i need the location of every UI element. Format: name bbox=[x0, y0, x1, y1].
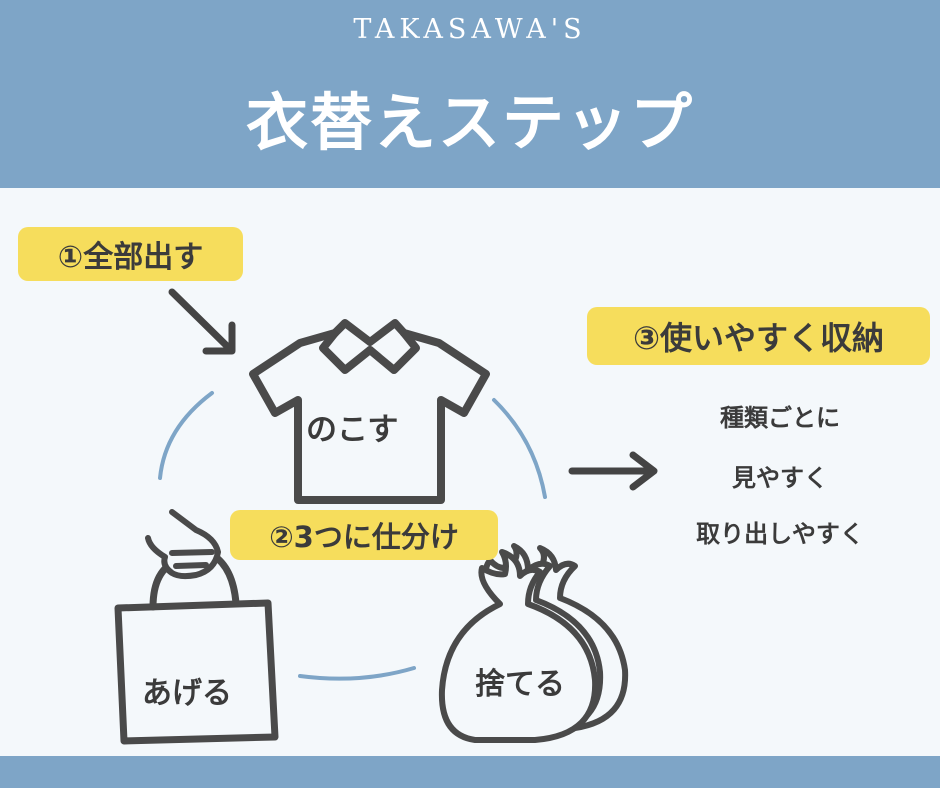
give-away-label: あげる bbox=[142, 676, 232, 711]
step2-tag: ②3つに仕分け bbox=[230, 510, 498, 560]
cycle-arc-left bbox=[158, 391, 214, 480]
storage-note: 取り出しやすく bbox=[696, 520, 864, 548]
right-arrow-icon bbox=[568, 451, 658, 491]
page-title: 衣替えステップ bbox=[245, 86, 694, 159]
brand-name: TAKASAWA'S bbox=[353, 14, 587, 45]
keep-label: のこす bbox=[306, 412, 399, 448]
hand-icon bbox=[145, 509, 221, 580]
discard-label: 捨てる bbox=[475, 667, 565, 702]
storage-note: 種類ごとに bbox=[720, 404, 840, 432]
shopping-bag-icon bbox=[114, 551, 279, 745]
step1-tag: ①全部出す bbox=[18, 227, 243, 281]
step3-tag: ③使いやすく収納 bbox=[587, 307, 930, 365]
down-right-arrow-icon bbox=[168, 288, 236, 355]
footer-band bbox=[0, 756, 940, 788]
cycle-arc-right bbox=[492, 398, 547, 499]
garbage-bags-icon bbox=[438, 543, 629, 743]
shirt-icon bbox=[249, 319, 490, 504]
storage-note: 見やすく bbox=[732, 464, 828, 492]
header-banner: TAKASAWA'S 衣替えステップ bbox=[0, 0, 940, 188]
cycle-arc-bottom bbox=[298, 666, 416, 681]
